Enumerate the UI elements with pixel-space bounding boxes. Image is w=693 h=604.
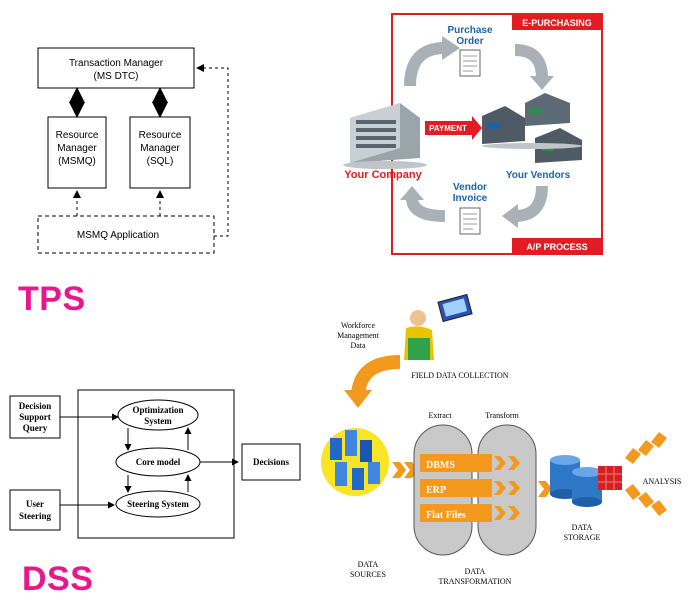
your-company-label: Your Company	[344, 169, 422, 181]
dss-label: DSS	[22, 560, 94, 598]
flat-files-bar	[420, 504, 492, 522]
erp-label: ERP	[426, 485, 446, 496]
company-building-icon	[343, 103, 427, 169]
workforce-label-1: Workforce	[341, 321, 375, 330]
field-worker-icon	[404, 293, 473, 360]
data-transformation-label-2: TRANSFORMATION	[439, 577, 512, 586]
collection-curved-arrow-head	[344, 390, 372, 408]
transform-label: Transform	[485, 411, 519, 420]
cycle-arrow-bottom-right	[514, 185, 548, 222]
data-transformation-label-1: DATA	[465, 567, 486, 576]
field-data-collection-label: FIELD DATA COLLECTION	[411, 371, 508, 380]
payment-label: PAYMENT	[429, 124, 467, 133]
workforce-label-2: Management	[337, 331, 380, 340]
optimization-label-2: System	[144, 416, 172, 426]
purchase-order-label-2: Order	[456, 36, 483, 47]
user-steering-label-2: Steering	[19, 511, 51, 521]
tps-diagram: Transaction Manager (MS DTC) Resource Ma…	[37, 47, 229, 254]
msmq-application-box	[37, 215, 215, 254]
dsq-label-3: Query	[23, 423, 48, 433]
steering-system-label: Steering System	[127, 499, 189, 509]
steering-system-node	[115, 490, 201, 518]
data-sources-label-1: DATA	[358, 560, 379, 569]
user-steering-box	[9, 489, 61, 531]
transaction-manager-label-1: Transaction Manager	[69, 58, 164, 69]
collection-curved-arrow	[351, 355, 401, 396]
data-sources-cubes-icon	[321, 428, 389, 496]
purchase-order-label-1: Purchase	[447, 25, 492, 36]
cycle-arrow-bottom-left-head	[400, 186, 424, 200]
vendor-buildings-icon	[482, 93, 582, 163]
rm-msmq-label-2: Manager	[57, 143, 97, 154]
decision-support-query-box	[9, 395, 61, 439]
ap-process-label: A/P PROCESS	[526, 242, 587, 252]
msmq-application-label: MSMQ Application	[77, 230, 159, 241]
purchase-order-document-icon	[459, 49, 481, 77]
cycle-arrow-bottom-left	[406, 197, 446, 222]
data-warehouse-diagram: Workforce Management Data FIELD DATA COL…	[321, 293, 682, 586]
cycle-arrow-top-right-head	[530, 76, 554, 90]
analysis-label: ANALYSIS	[643, 477, 682, 486]
data-storage-label-2: STORAGE	[564, 533, 601, 542]
transaction-manager-box	[37, 47, 195, 89]
your-vendors-label: Your Vendors	[506, 170, 571, 181]
cycle-arrow-top-right	[514, 44, 548, 79]
tps-label: TPS	[18, 280, 86, 318]
transaction-manager-label-2: (MS DTC)	[94, 71, 139, 82]
vendor-invoice-label-1: Vendor	[453, 182, 487, 193]
extract-label: Extract	[428, 411, 452, 420]
dsq-label-2: Support	[19, 412, 51, 422]
app-tm-arrow	[196, 64, 229, 237]
core-model-label: Core model	[136, 457, 181, 467]
resource-manager-msmq-box	[47, 116, 107, 189]
e-purchasing-label: E-PURCHASING	[522, 18, 592, 28]
flat-files-label: Flat Files	[426, 510, 466, 521]
erp-bar	[420, 479, 492, 497]
dbms-label: DBMS	[426, 460, 455, 471]
data-sources-label-2: SOURCES	[350, 570, 386, 579]
vendor-invoice-document-icon	[459, 207, 481, 235]
e-purchasing-banner	[512, 14, 602, 30]
dss-diagram: Decision Support Query User Steering Opt…	[9, 389, 301, 539]
cycle-arrow-top-left-head	[442, 36, 460, 60]
data-storage-icon	[550, 455, 622, 507]
optimization-label-1: Optimization	[133, 405, 184, 415]
rm-msmq-label-1: Resource	[56, 130, 99, 141]
vendor-invoice-label-2: Invoice	[453, 193, 488, 204]
payment-arrow	[425, 116, 482, 140]
cycle-arrow-bottom-right-head	[502, 204, 518, 228]
analysis-chevrons	[625, 432, 667, 516]
rm-msmq-label-3: (MSMQ)	[58, 156, 96, 167]
data-storage-label-1: DATA	[572, 523, 593, 532]
dsq-label-1: Decision	[19, 401, 52, 411]
rm-sql-label-3: (SQL)	[147, 156, 174, 167]
decisions-label: Decisions	[253, 457, 289, 467]
cycle-arrow-top-left	[404, 42, 446, 87]
user-steering-label-1: User	[26, 499, 44, 509]
decisions-box	[241, 443, 301, 481]
dbms-bar	[420, 454, 492, 472]
purchasing-diagram: E-PURCHASING A/P PROCESS Purchase Order	[343, 13, 603, 255]
workforce-label-3: Data	[350, 341, 366, 350]
rm-sql-label-2: Manager	[140, 143, 180, 154]
rm-sql-label-1: Resource	[139, 130, 182, 141]
ap-process-banner	[512, 238, 602, 254]
